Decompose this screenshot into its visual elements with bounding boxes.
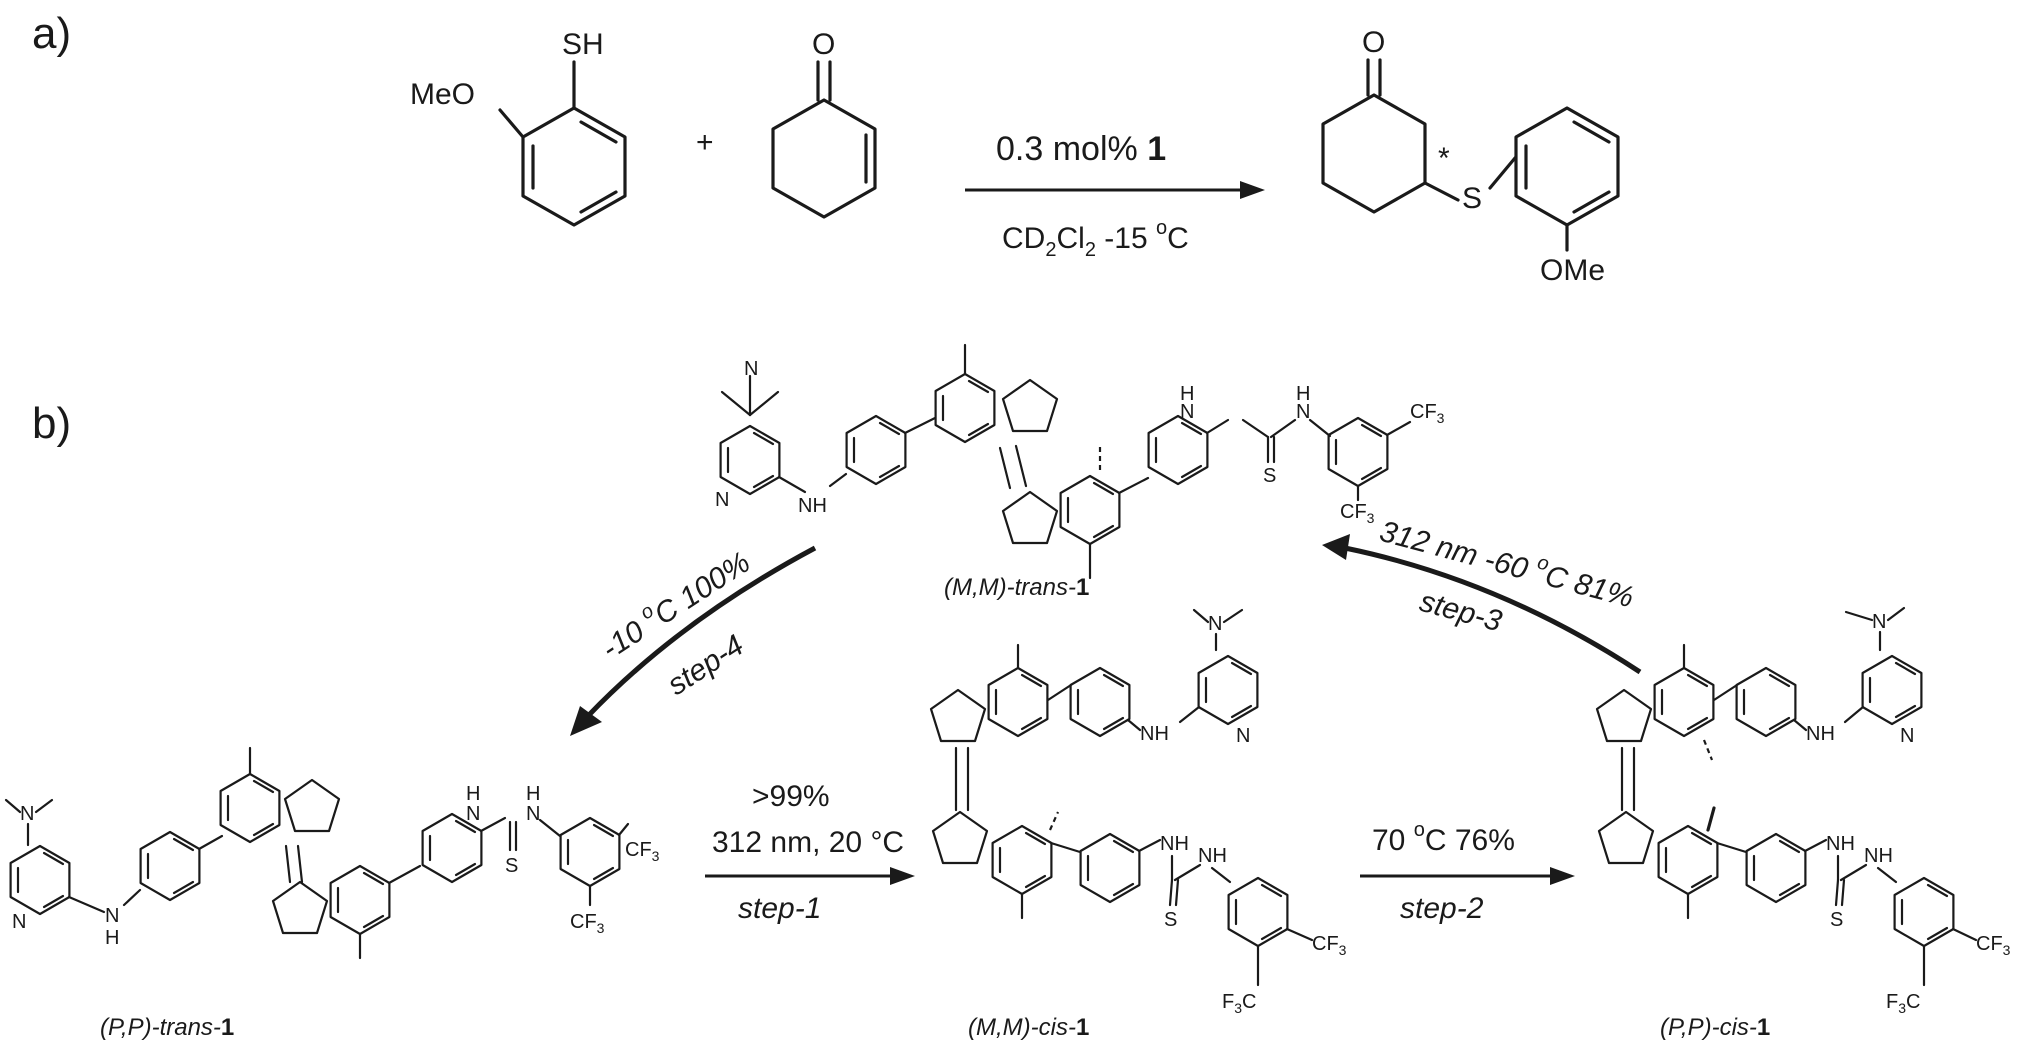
step-2-arrow xyxy=(1360,867,1575,885)
step-1-arrow xyxy=(705,867,915,885)
reaction-arrow-a xyxy=(965,181,1265,199)
plus-sign: + xyxy=(696,126,714,159)
solvent-temperature: CD2Cl2 -15 oC xyxy=(1002,217,1189,261)
mm-trans-thiourea-h2: H xyxy=(1296,383,1310,405)
pp-trans-thiourea-h1: H xyxy=(466,783,480,805)
pp-cis-nme2-n: N xyxy=(1872,611,1886,633)
pp-trans-nme2-n: N xyxy=(20,803,34,825)
step-2-label: step-2 xyxy=(1400,892,1484,925)
step-3-arrow xyxy=(1322,534,1642,675)
mm-trans-nh: NH xyxy=(798,495,827,517)
mm-trans-thiourea-n1: N xyxy=(1180,401,1194,423)
pp-trans-nh-n: N xyxy=(105,905,119,927)
step-4-arrow xyxy=(570,545,817,736)
step-1-yield: >99% xyxy=(752,780,830,813)
pp-cis-nh-lower1: NH xyxy=(1826,833,1855,855)
pp-trans-nh-h: H xyxy=(105,927,119,949)
ketone-o-label: O xyxy=(812,28,835,61)
product-ome-label: OMe xyxy=(1540,254,1605,287)
mm-cis-nh-upper: NH xyxy=(1140,723,1169,745)
product-o-label: O xyxy=(1362,26,1385,59)
catalyst-loading: 0.3 mol% 1 xyxy=(996,130,1166,168)
mm-cis-pyridine-n: N xyxy=(1236,725,1250,747)
pp-cis-pyridine-n: N xyxy=(1900,725,1914,747)
pp-cis-nh-lower2: NH xyxy=(1864,845,1893,867)
step-2-conditions: 70 oC 76% xyxy=(1372,819,1515,857)
thiol-meo-label: MeO xyxy=(410,78,475,111)
pp-cis-f3c-bottom: F3C xyxy=(1886,991,1920,1016)
step-1-label: step-1 xyxy=(738,892,821,925)
pp-trans-name: (P,P)-trans-1 xyxy=(100,1014,234,1041)
mm-cis-structure: N N NH NH S NH CF3 F3C xyxy=(929,608,1347,1016)
mm-trans-name: (M,M)-trans-1 xyxy=(944,574,1089,601)
mm-cis-cf3-right: CF3 xyxy=(1312,933,1347,958)
cyclohexenone-structure: O xyxy=(771,28,877,219)
mm-trans-thiourea-s: S xyxy=(1263,465,1276,487)
stereocenter-star: * xyxy=(1438,142,1450,175)
mm-cis-name: (M,M)-cis-1 xyxy=(968,1014,1089,1041)
pp-cis-cf3-right: CF3 xyxy=(1976,933,2011,958)
mm-trans-cf3-upper: CF3 xyxy=(1410,401,1445,426)
pp-trans-thiourea-h2: H xyxy=(526,783,540,805)
mm-trans-pyridine-n: N xyxy=(715,489,729,511)
mm-trans-cf3-lower: CF3 xyxy=(1340,501,1375,526)
pp-cis-structure: N N NH NH S NH CF3 F3C xyxy=(1595,606,2011,1016)
mm-cis-f3c-bottom: F3C xyxy=(1222,991,1256,1016)
product-structure: O * S OMe xyxy=(1321,26,1620,287)
mm-trans-structure: N N NH H N S H N CF3 CF3 xyxy=(715,343,1445,580)
pp-cis-thiourea-s: S xyxy=(1830,909,1843,931)
thiol-structure: SH MeO xyxy=(410,28,627,227)
mm-trans-thiourea-n2: N xyxy=(1296,401,1310,423)
pp-trans-thiourea-s: S xyxy=(505,855,518,877)
pp-cis-nh-upper: NH xyxy=(1806,723,1835,745)
pp-trans-pyridine-n: N xyxy=(12,911,26,933)
step-1-conditions: 312 nm, 20 °C xyxy=(712,826,904,859)
pp-trans-cf3-lower: CF3 xyxy=(570,911,605,936)
mm-trans-nme2-n: N xyxy=(744,358,758,380)
pp-trans-thiourea-n1: N xyxy=(466,803,480,825)
mm-cis-nh-lower1: NH xyxy=(1160,833,1189,855)
panel-b-label: b) xyxy=(32,399,71,448)
thiol-sh-label: SH xyxy=(562,28,604,61)
mm-cis-nme2-n: N xyxy=(1208,613,1222,635)
product-s-label: S xyxy=(1462,182,1482,215)
pp-trans-cf3-upper: CF3 xyxy=(625,839,660,864)
pp-trans-structure: N N N H H N S H N CF3 CF3 xyxy=(4,746,660,960)
mm-cis-nh-lower2: NH xyxy=(1198,845,1227,867)
panel-a-label: a) xyxy=(32,9,71,58)
pp-trans-thiourea-n2: N xyxy=(526,803,540,825)
pp-cis-name: (P,P)-cis-1 xyxy=(1660,1014,1770,1041)
mm-trans-thiourea-h1: H xyxy=(1180,383,1194,405)
mm-cis-thiourea-s: S xyxy=(1164,909,1177,931)
